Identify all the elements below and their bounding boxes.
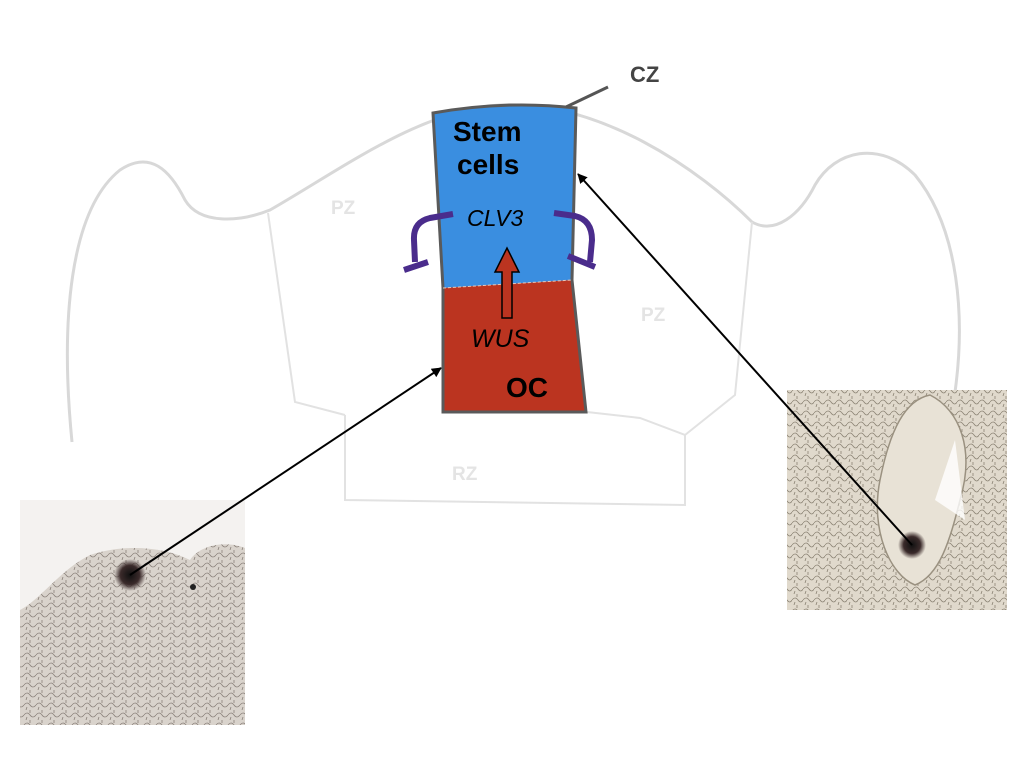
cz-leader-line — [565, 85, 609, 109]
pz-right-boundary — [684, 221, 753, 436]
clv3-inhibition-right-icon — [553, 210, 597, 270]
wus-label: WUS — [471, 325, 530, 353]
pz-left-label: PZ — [331, 198, 356, 219]
clv3-inhibition-left-icon — [403, 211, 454, 273]
micrograph-right — [787, 390, 1007, 610]
pz-right-label: PZ — [641, 305, 666, 326]
organizing-center — [443, 280, 586, 412]
pz-left-boundary — [267, 212, 346, 416]
pointer-arrow-left — [129, 367, 442, 576]
stem-cells-label-line1: Stem — [453, 116, 521, 147]
rz-region — [344, 411, 686, 507]
pointer-arrow-right — [577, 173, 913, 546]
micrograph-left — [20, 500, 245, 725]
clv3-label: CLV3 — [467, 205, 523, 231]
rz-label: RZ — [452, 464, 478, 485]
cz-label: CZ — [630, 62, 659, 87]
stem-cell-zone — [433, 104, 576, 288]
wus-to-clv3-arrow-icon — [493, 246, 521, 319]
zone-border — [431, 103, 588, 414]
oc-label: OC — [506, 372, 548, 403]
stem-cells-label-line2: cells — [457, 149, 519, 180]
